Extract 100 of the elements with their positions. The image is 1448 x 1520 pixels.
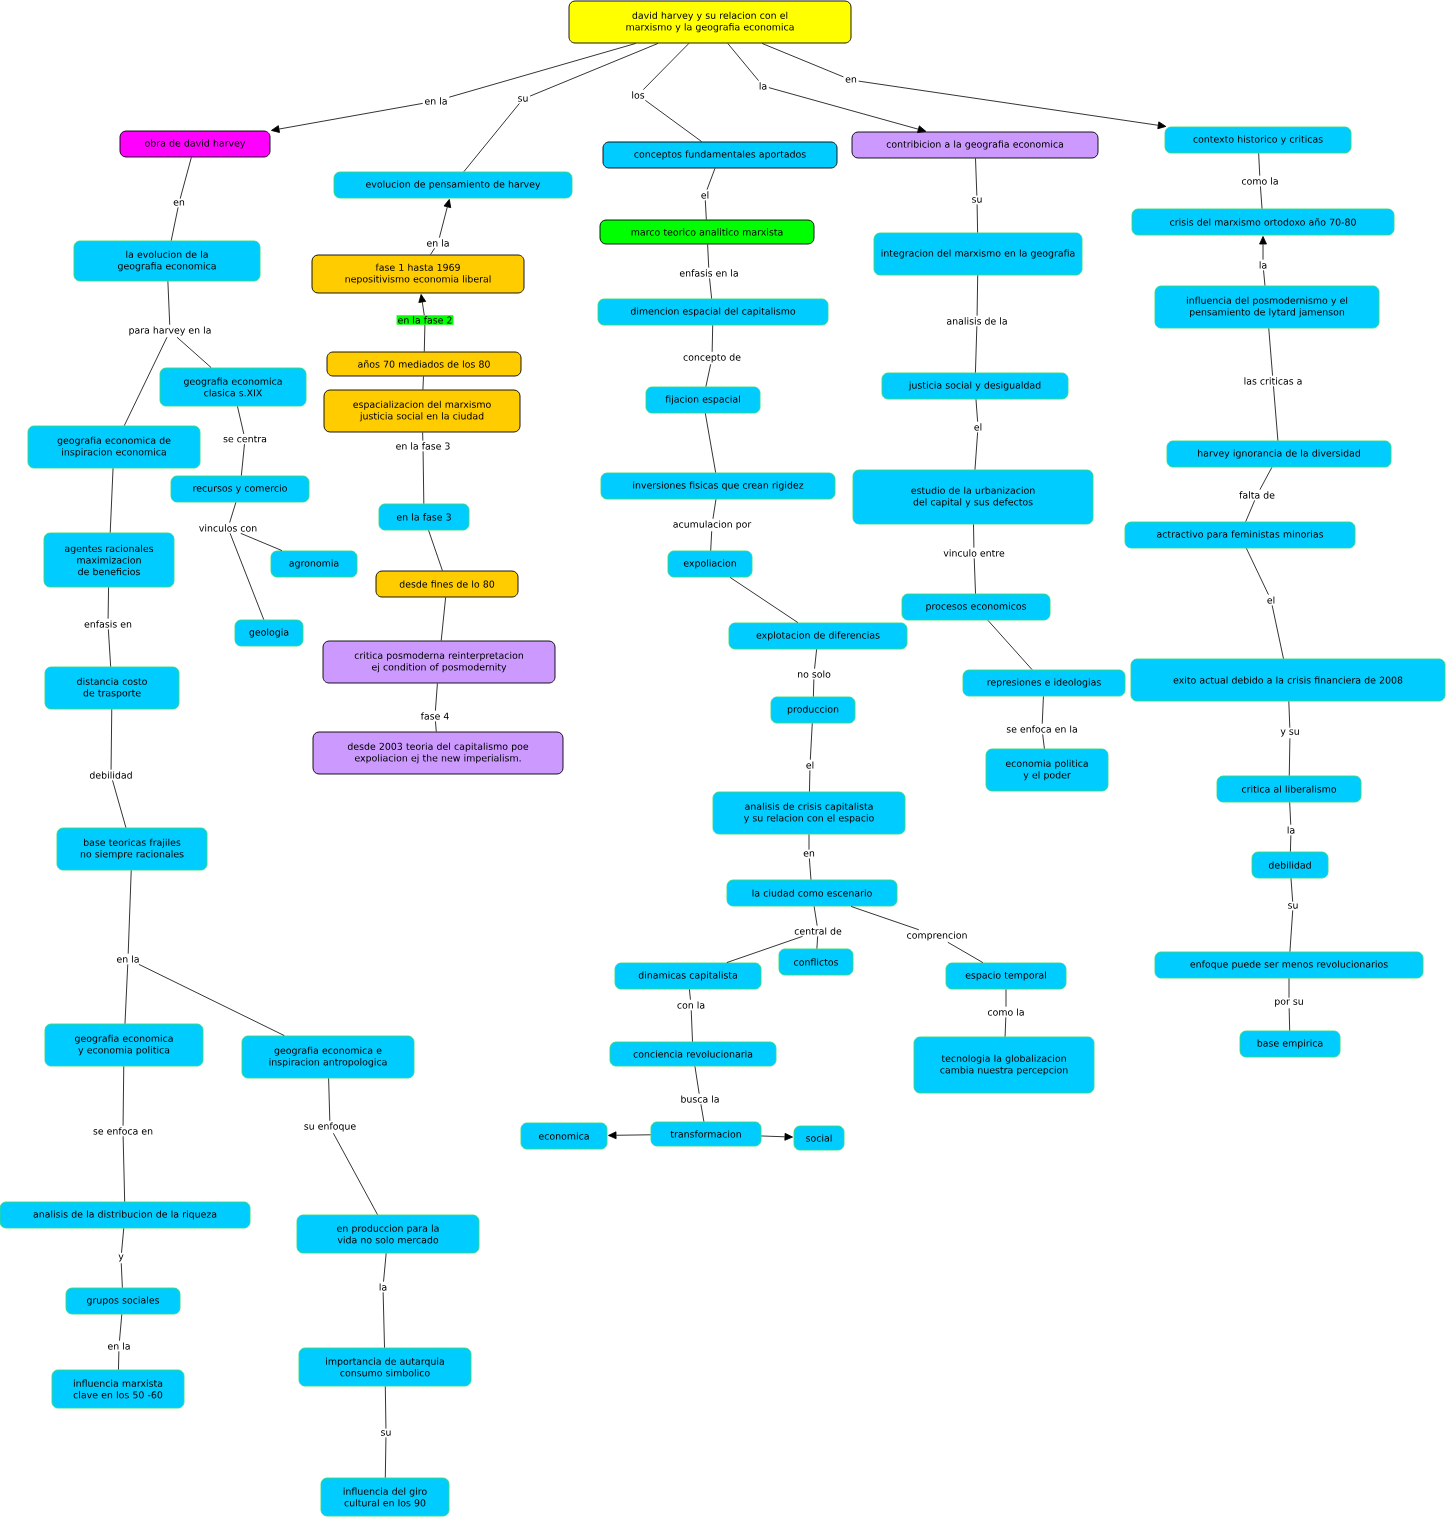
connector-line	[642, 43, 690, 91]
connector-line	[711, 325, 714, 353]
concept-box: explotacion de diferencias	[728, 622, 908, 650]
concept-box: crisis del marxismo ortodoxo año 70-80	[1131, 208, 1395, 236]
connector-line	[1258, 153, 1261, 177]
connector-line	[1288, 737, 1291, 776]
linking-phrase: la	[757, 80, 769, 92]
connector-line	[440, 597, 447, 641]
linking-phrase: enfasis en	[82, 618, 134, 630]
connector-line	[119, 1314, 123, 1342]
concept-box: agentes racionales maximizacion de beneficios	[43, 532, 175, 588]
linking-phrase: los	[629, 89, 647, 101]
connector-line	[107, 587, 109, 620]
connector-line	[1259, 467, 1273, 491]
linking-phrase: en la	[105, 1340, 133, 1352]
concept-box: inversiones fisicas que crean rigidez	[600, 472, 836, 500]
connector-line	[1246, 548, 1269, 596]
linking-phrase: debilidad	[87, 769, 135, 781]
arrow	[608, 1131, 651, 1140]
connector-line	[1273, 385, 1279, 441]
linking-phrase: su	[970, 195, 984, 205]
concept-box: represiones e ideologias	[962, 669, 1126, 697]
connector-line	[1042, 733, 1045, 749]
connector-line	[761, 43, 844, 78]
concept-box: enfoque puede ser menos revolucionarios	[1154, 951, 1424, 979]
connector-line	[1288, 701, 1291, 729]
concept-box: expoliacion	[667, 550, 753, 578]
connector-line	[975, 399, 978, 423]
concept-box: espacio temporal	[945, 962, 1067, 990]
connector-line	[237, 406, 245, 435]
concept-box: actractivo para feministas minorias	[1124, 521, 1356, 549]
connector-line	[118, 1350, 120, 1370]
concept-box: integracion del marxismo en la geografia	[873, 232, 1083, 276]
connector-line	[422, 432, 424, 442]
connector-line	[240, 443, 245, 476]
connector-line	[109, 468, 114, 533]
concept-box: influencia marxista clave en los 50 -60	[51, 1369, 185, 1409]
linking-phrase: se enfoca en	[91, 1125, 155, 1137]
linking-phrase: en	[171, 198, 187, 208]
linking-phrase: con la	[675, 999, 707, 1011]
linking-phrase: como la	[1239, 175, 1281, 187]
connector-line	[122, 1135, 126, 1202]
connector-line	[710, 530, 713, 551]
concept-box: influencia del posmodernismo y el pensamiento de lytard jamenson	[1154, 285, 1380, 329]
connector-line	[107, 628, 112, 667]
connector-line	[428, 530, 443, 571]
connector-line	[813, 678, 815, 697]
concept-box: analisis de crisis capitalista y su relacion con el espacio	[712, 791, 906, 835]
connector-line	[435, 683, 438, 712]
linking-phrase: en la fase 3	[394, 440, 452, 452]
linking-phrase: el	[1265, 594, 1277, 606]
linking-phrase: en	[801, 849, 817, 859]
connector-line	[1004, 1016, 1007, 1037]
connector-line	[975, 325, 978, 373]
connector-line	[809, 723, 813, 761]
connector-line	[112, 779, 127, 828]
linking-phrase: vinculo entre	[941, 547, 1007, 559]
connector-line	[240, 532, 283, 551]
linking-phrase: la	[1285, 824, 1297, 836]
concept-box: produccion	[770, 696, 856, 724]
concept-box: marco teorico analitico marxista	[599, 219, 815, 245]
concept-box: dinamicas capitalista	[614, 962, 762, 990]
linking-phrase: falta de	[1237, 489, 1277, 501]
concept-box: en produccion para la vida no solo mercado	[296, 1214, 480, 1254]
linking-phrase: no solo	[795, 668, 833, 680]
concept-box: grupos sociales	[65, 1287, 181, 1315]
connector-line	[382, 1291, 385, 1348]
linking-phrase: su	[379, 1428, 393, 1438]
connector-line	[229, 532, 265, 620]
concept-box: espacializacion del marxismo justicia social en la ciudad	[323, 389, 521, 433]
connector-line	[124, 963, 129, 1024]
connector-line	[706, 168, 716, 191]
linking-phrase: el	[804, 759, 816, 771]
arrow	[271, 102, 424, 133]
connector-line	[384, 1386, 387, 1429]
concept-box: influencia del giro cultural en los 90	[320, 1477, 450, 1517]
connector-line	[176, 336, 212, 368]
connector-line	[976, 275, 979, 317]
connector-line	[229, 502, 237, 524]
concept-box: importancia de autarquia consumo simbolico	[298, 1347, 472, 1387]
concept-box: contexto historico y criticas	[1164, 126, 1352, 154]
connector-line	[435, 720, 437, 732]
concept-box: agronomia	[270, 550, 358, 578]
connector-line	[816, 935, 819, 949]
connector-line	[987, 620, 1033, 670]
connector-line	[430, 247, 435, 255]
connector-line	[973, 524, 975, 549]
connector-line	[809, 769, 811, 792]
linking-phrase: en la fase 2	[396, 315, 454, 325]
connector-line	[179, 157, 192, 199]
linking-phrase: y su	[1278, 727, 1302, 739]
connector-line	[705, 363, 712, 387]
connector-line	[974, 431, 979, 470]
connector-line	[704, 413, 717, 473]
concept-box: david harvey y su relacion con el marxismo y la geografia economica	[568, 0, 852, 44]
linking-phrase: el	[699, 189, 711, 201]
concept-box: geologia	[234, 619, 304, 647]
linking-phrase: fase 4	[419, 710, 451, 722]
connector-line	[422, 450, 425, 504]
concept-box: geografia economica y economia politica	[44, 1023, 204, 1067]
